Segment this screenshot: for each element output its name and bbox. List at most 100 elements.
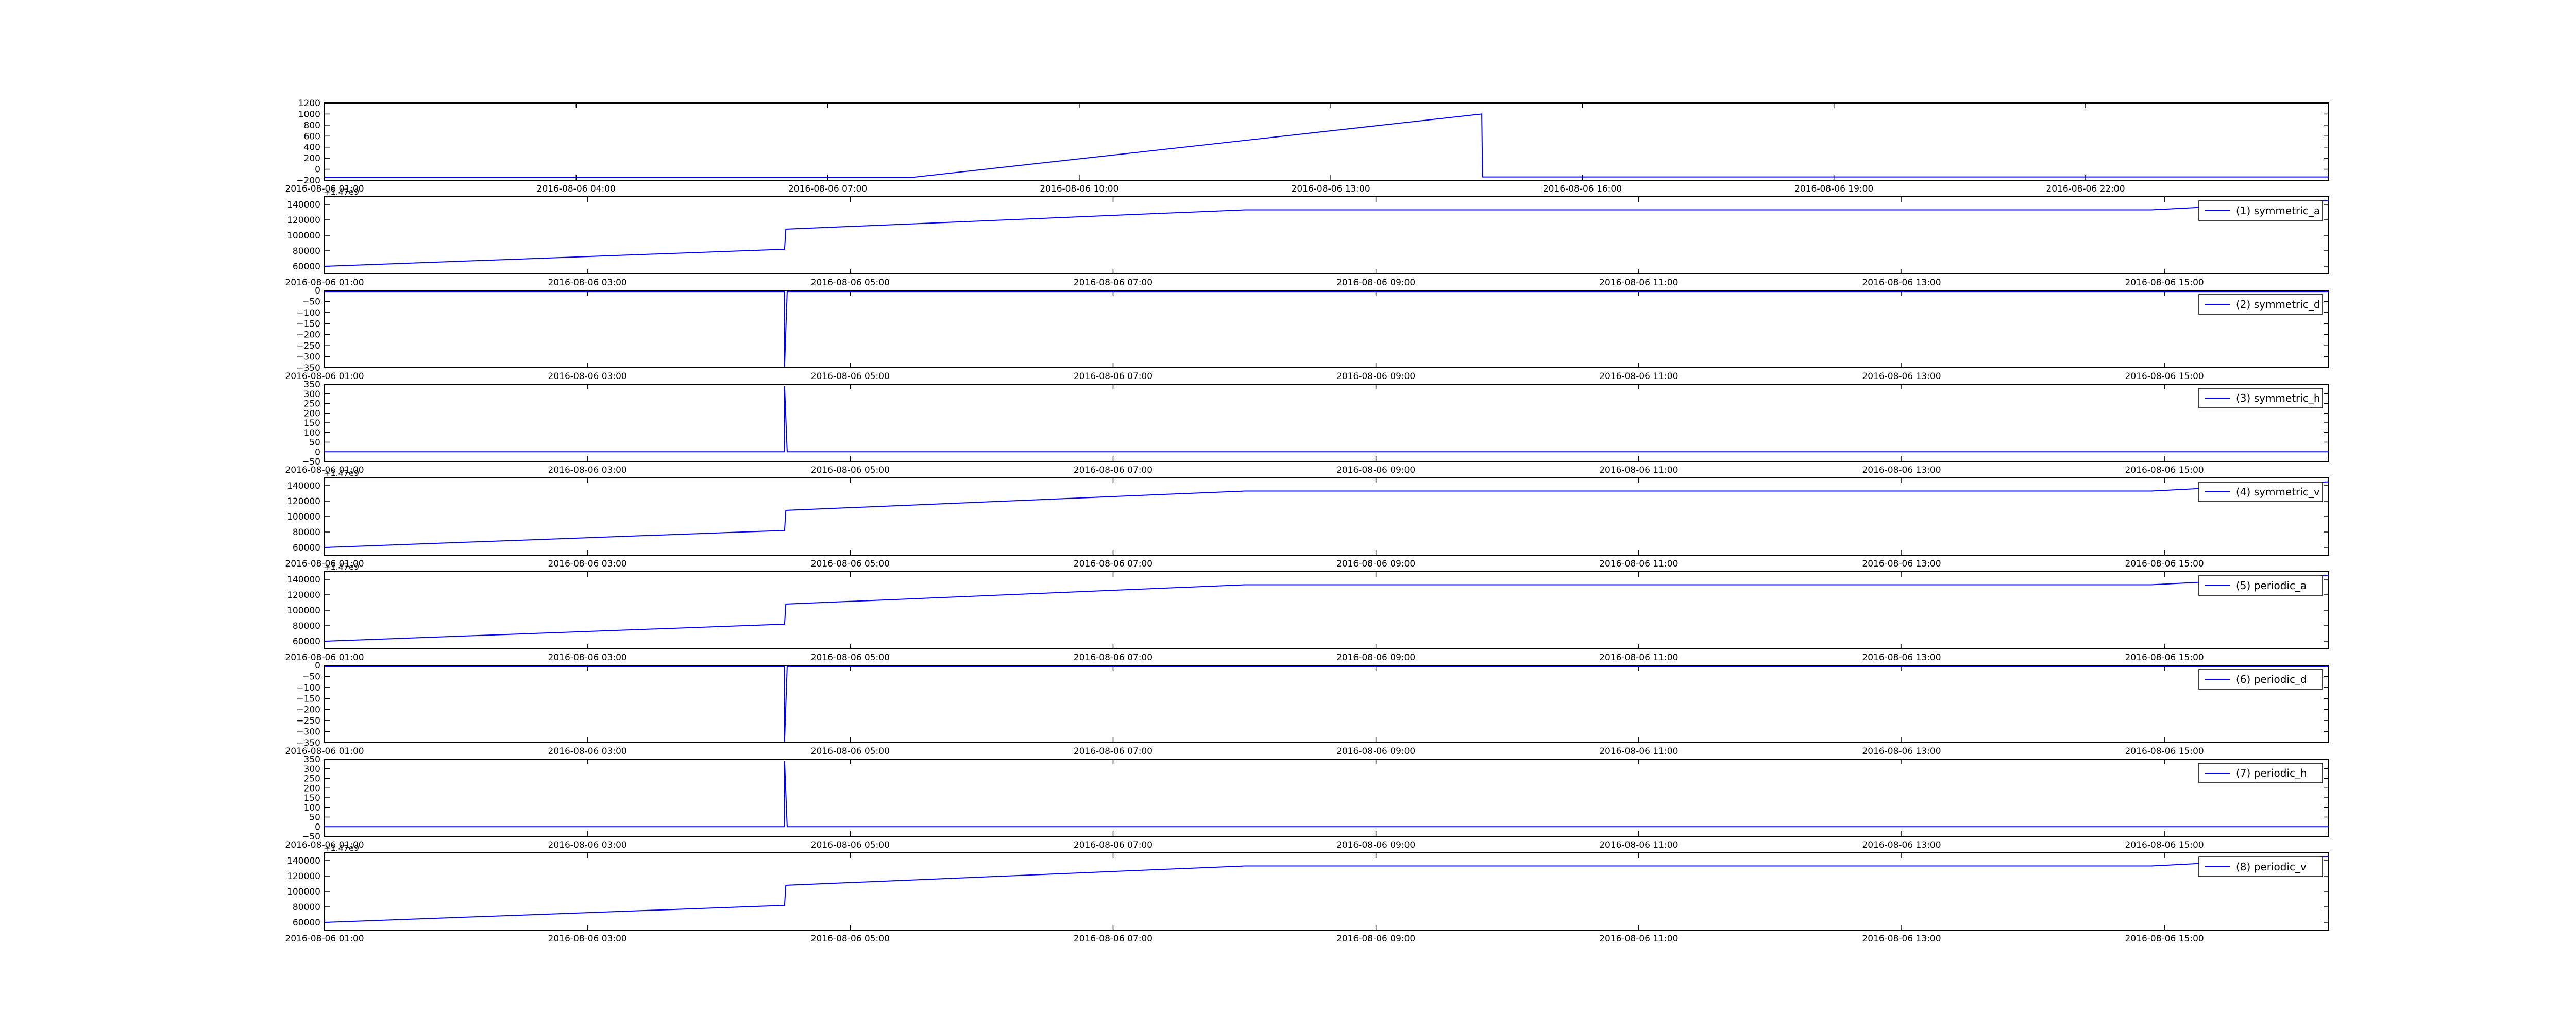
x-tick-label: 2016-08-06 07:00 (1074, 371, 1153, 382)
legend-label: (6) periodic_d (2236, 673, 2307, 685)
x-tick-label: 2016-08-06 09:00 (1336, 653, 1415, 663)
x-tick-label: 2016-08-06 03:00 (548, 559, 627, 569)
offset-label: +1.47e9 (324, 843, 359, 853)
y-tick-label: 200 (304, 783, 320, 794)
x-tick-label: 2016-08-06 07:00 (1074, 559, 1153, 569)
x-tick-label: 2016-08-06 11:00 (1599, 840, 1678, 850)
legend: (2) symmetric_d (2198, 294, 2323, 315)
axes-frame (324, 571, 2329, 649)
y-tick-label: 100000 (287, 887, 320, 897)
x-tick-label: 2016-08-06 01:00 (285, 559, 364, 569)
y-tick-label: −250 (296, 716, 320, 726)
x-tick-label: 2016-08-06 05:00 (811, 934, 890, 944)
y-tick-label: 120000 (287, 215, 320, 226)
legend: (5) periodic_a (2198, 575, 2323, 596)
x-tick-label: 2016-08-06 13:00 (1862, 371, 1941, 382)
axes-frame (324, 759, 2329, 837)
y-tick-label: −250 (296, 341, 320, 351)
x-tick-label: 2016-08-06 15:00 (2125, 371, 2204, 382)
y-tick-label: 120000 (287, 590, 320, 600)
y-tick-label: 140000 (287, 481, 320, 491)
x-tick-label: 2016-08-06 13:00 (1862, 559, 1941, 569)
x-tick-label: 2016-08-06 05:00 (811, 653, 890, 663)
x-tick-label: 2016-08-06 15:00 (2125, 559, 2204, 569)
y-tick-label: 120000 (287, 871, 320, 882)
y-tick-label: −100 (296, 308, 320, 318)
x-tick-label: 2016-08-06 09:00 (1336, 746, 1415, 757)
series-line (324, 575, 2329, 642)
x-tick-label: 2016-08-06 01:00 (285, 840, 364, 850)
x-tick-label: 2016-08-06 05:00 (811, 840, 890, 850)
legend: (3) symmetric_h (2198, 388, 2323, 408)
series-line (325, 291, 2329, 367)
x-tick-label: 2016-08-06 07:00 (788, 184, 867, 194)
legend-label: (7) periodic_h (2236, 767, 2307, 779)
y-tick-label: 300 (304, 389, 320, 400)
x-tick-label: 2016-08-06 03:00 (548, 840, 627, 850)
axes-frame (324, 290, 2329, 368)
axes-frame (324, 384, 2329, 462)
y-tick-label: 80000 (293, 621, 320, 631)
legend-label: (3) symmetric_h (2236, 392, 2320, 404)
y-tick-label: 0 (315, 447, 320, 457)
series-line (324, 856, 2329, 923)
y-tick-label: 150 (304, 793, 320, 803)
y-tick-label: 100000 (287, 512, 320, 522)
x-tick-label: 2016-08-06 03:00 (548, 278, 627, 288)
x-tick-label: 2016-08-06 11:00 (1599, 371, 1678, 382)
x-tick-label: 2016-08-06 01:00 (285, 184, 364, 194)
y-tick-label: 350 (304, 380, 320, 390)
y-tick-label: −150 (296, 694, 320, 704)
x-tick-label: 2016-08-06 11:00 (1599, 278, 1678, 288)
x-tick-label: 2016-08-06 09:00 (1336, 465, 1415, 475)
x-tick-label: 2016-08-06 03:00 (548, 371, 627, 382)
y-tick-label: −100 (296, 683, 320, 693)
x-tick-label: 2016-08-06 13:00 (1292, 184, 1370, 194)
x-tick-label: 2016-08-06 13:00 (1862, 746, 1941, 757)
x-tick-label: 2016-08-06 11:00 (1599, 465, 1678, 475)
x-tick-label: 2016-08-06 11:00 (1599, 746, 1678, 757)
y-tick-label: 300 (304, 764, 320, 775)
x-tick-label: 2016-08-06 09:00 (1336, 559, 1415, 569)
x-tick-label: 2016-08-06 11:00 (1599, 653, 1678, 663)
subplot-9: 60000 80000 100000 120000 140000 2016-08-06 0… (285, 843, 2329, 944)
y-tick-label: 350 (304, 754, 320, 765)
x-tick-label: 2016-08-06 13:00 (1862, 278, 1941, 288)
x-tick-label: 2016-08-06 03:00 (548, 653, 627, 663)
x-tick-label: 2016-08-06 07:00 (1074, 934, 1153, 944)
x-tick-label: 2016-08-06 05:00 (811, 278, 890, 288)
y-tick-label: −150 (296, 319, 320, 329)
y-tick-label: 80000 (293, 902, 320, 913)
y-tick-label: −50 (302, 672, 320, 682)
axes-frame (324, 665, 2329, 743)
y-tick-label: 800 (304, 121, 320, 131)
x-tick-label: 2016-08-06 07:00 (1074, 465, 1153, 475)
y-tick-label: 60000 (293, 918, 320, 928)
y-tick-label: 80000 (293, 246, 320, 256)
y-tick-label: 80000 (293, 527, 320, 538)
y-tick-label: 60000 (293, 637, 320, 647)
legend: (1) symmetric_a (2198, 200, 2323, 221)
x-tick-label: 2016-08-06 15:00 (2125, 934, 2204, 944)
y-tick-label: 60000 (293, 543, 320, 553)
x-tick-label: 2016-08-06 09:00 (1336, 371, 1415, 382)
x-tick-label: 2016-08-06 15:00 (2125, 840, 2204, 850)
x-tick-label: 2016-08-06 15:00 (2125, 653, 2204, 663)
x-tick-label: 2016-08-06 05:00 (811, 559, 890, 569)
x-tick-label: 2016-08-06 19:00 (1794, 184, 1873, 194)
x-tick-label: 2016-08-06 01:00 (285, 934, 364, 944)
series-line (324, 200, 2329, 267)
axes-frame (324, 102, 2329, 181)
legend-label: (5) periodic_a (2236, 579, 2307, 592)
y-tick-label: 150 (304, 418, 320, 428)
x-tick-label: 2016-08-06 09:00 (1336, 278, 1415, 288)
y-tick-label: 140000 (287, 856, 320, 866)
x-tick-label: 2016-08-06 15:00 (2125, 465, 2204, 475)
y-tick-label: −300 (296, 352, 320, 363)
series-line (325, 386, 2329, 453)
offset-label: +1.47e9 (324, 562, 359, 572)
y-tick-label: −50 (302, 297, 320, 307)
